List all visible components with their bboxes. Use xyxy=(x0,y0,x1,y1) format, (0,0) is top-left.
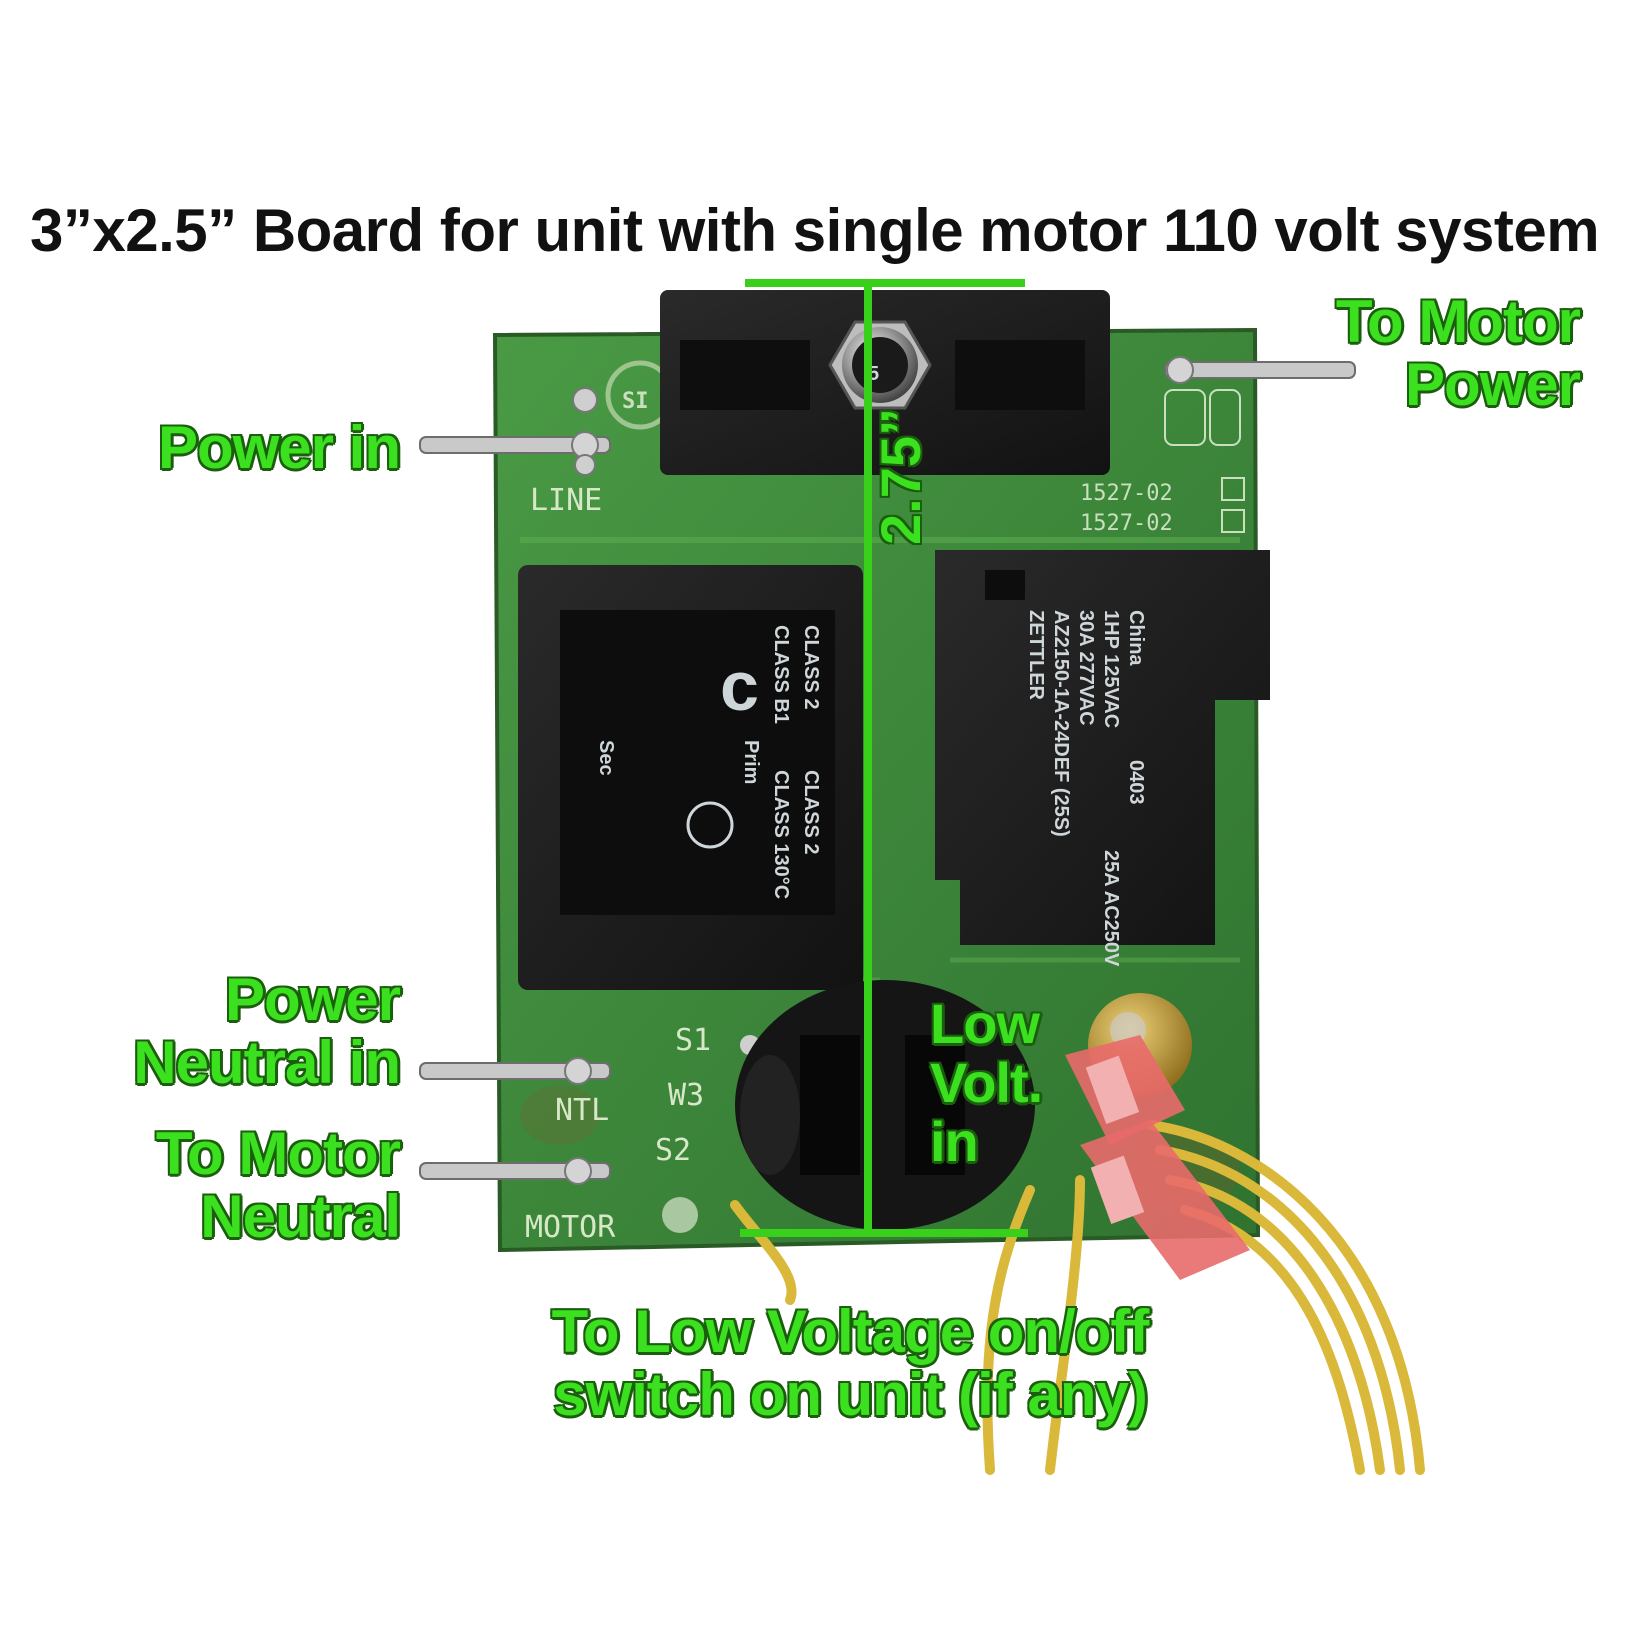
transformer-text-1: CLASS 2 xyxy=(800,625,822,709)
red-connectors xyxy=(1065,1035,1250,1280)
callout-to-motor-power: To Motor Power xyxy=(1240,288,1581,418)
callout-low-volt-in-line3: in xyxy=(930,1109,979,1173)
silk-part-number-1: 1527-02 xyxy=(1080,481,1173,506)
svg-text:SI: SI xyxy=(622,389,649,414)
power-in-terminal xyxy=(419,387,611,476)
callout-power-neutral-in: Power Neutral in xyxy=(70,966,401,1096)
callout-power-neutral-in-line1: Power xyxy=(224,966,401,1033)
relay-rating-2: 1HP 125VAC xyxy=(1100,610,1122,728)
callout-power-in-text: Power in xyxy=(157,414,401,481)
transformer-text-3: Prim xyxy=(740,740,762,784)
relay-origin: China xyxy=(1125,610,1147,666)
callout-power-in: Power in xyxy=(120,414,401,481)
callout-low-volt-in-line1: Low xyxy=(930,992,1040,1055)
transformer-text-2: CLASS B1 xyxy=(770,625,792,724)
neutral-in-terminal xyxy=(419,1057,611,1085)
callout-to-motor-neutral-line1: To Motor xyxy=(155,1120,401,1187)
dimension-label: 2.75” xyxy=(869,408,932,545)
callout-to-motor-neutral-line2: Neutral xyxy=(200,1183,401,1250)
relay-rating-1: 30A 277VAC xyxy=(1075,610,1097,726)
relay-brand: ZETTLER xyxy=(1025,610,1047,701)
callout-low-voltage-switch-line2: switch on unit (if any) xyxy=(553,1361,1148,1428)
relay-code: 0403 xyxy=(1125,760,1147,805)
page-title: 3”x2.5” Board for unit with single motor… xyxy=(30,197,1600,264)
callout-low-voltage-switch-line1: To Low Voltage on/off xyxy=(551,1298,1150,1365)
silk-s2: S2 xyxy=(655,1133,691,1168)
transformer-text-4: Sec xyxy=(595,740,617,776)
transformer-text-6: CLASS 130°C xyxy=(770,770,792,899)
callout-to-motor-neutral: To Motor Neutral xyxy=(70,1120,401,1250)
callout-to-motor-power-line2: Power xyxy=(1404,351,1581,418)
silk-w3: W3 xyxy=(668,1078,704,1113)
relay: ZETTLER AZ2150-1A-24DEF (25S) 30A 277VAC… xyxy=(935,550,1270,967)
low-volt-connector xyxy=(735,980,1035,1230)
relay-model: AZ2150-1A-24DEF (25S) xyxy=(1050,610,1072,837)
svg-text:c: c xyxy=(720,647,759,725)
silk-ntl: NTL xyxy=(555,1093,609,1128)
dimension-line xyxy=(740,279,1028,1237)
callout-to-motor-power-line1: To Motor xyxy=(1335,288,1581,355)
silk-part-number-2: 1527-02 xyxy=(1080,511,1173,536)
relay-rating-3: 25A AC250V xyxy=(1100,850,1122,967)
silk-s1: S1 xyxy=(675,1023,711,1058)
callout-low-voltage-switch: To Low Voltage on/off switch on unit (if… xyxy=(480,1300,1220,1426)
silk-motor: MOTOR xyxy=(525,1210,616,1245)
callout-low-volt-in-line2: Volt. xyxy=(930,1050,1043,1114)
fuse-rating: 5 xyxy=(868,363,879,385)
transformer-text-5: CLASS 2 xyxy=(800,770,822,854)
callout-power-neutral-in-line2: Neutral in xyxy=(133,1029,401,1096)
callout-low-volt-in: Low Volt. in xyxy=(930,992,1090,1173)
transformer: CLASS 2 CLASS B1 Prim Sec CLASS 2 CLASS … xyxy=(518,565,863,990)
motor-power-terminal xyxy=(1164,356,1356,384)
silk-line: LINE xyxy=(530,483,602,518)
motor-neutral-terminal xyxy=(419,1157,611,1185)
